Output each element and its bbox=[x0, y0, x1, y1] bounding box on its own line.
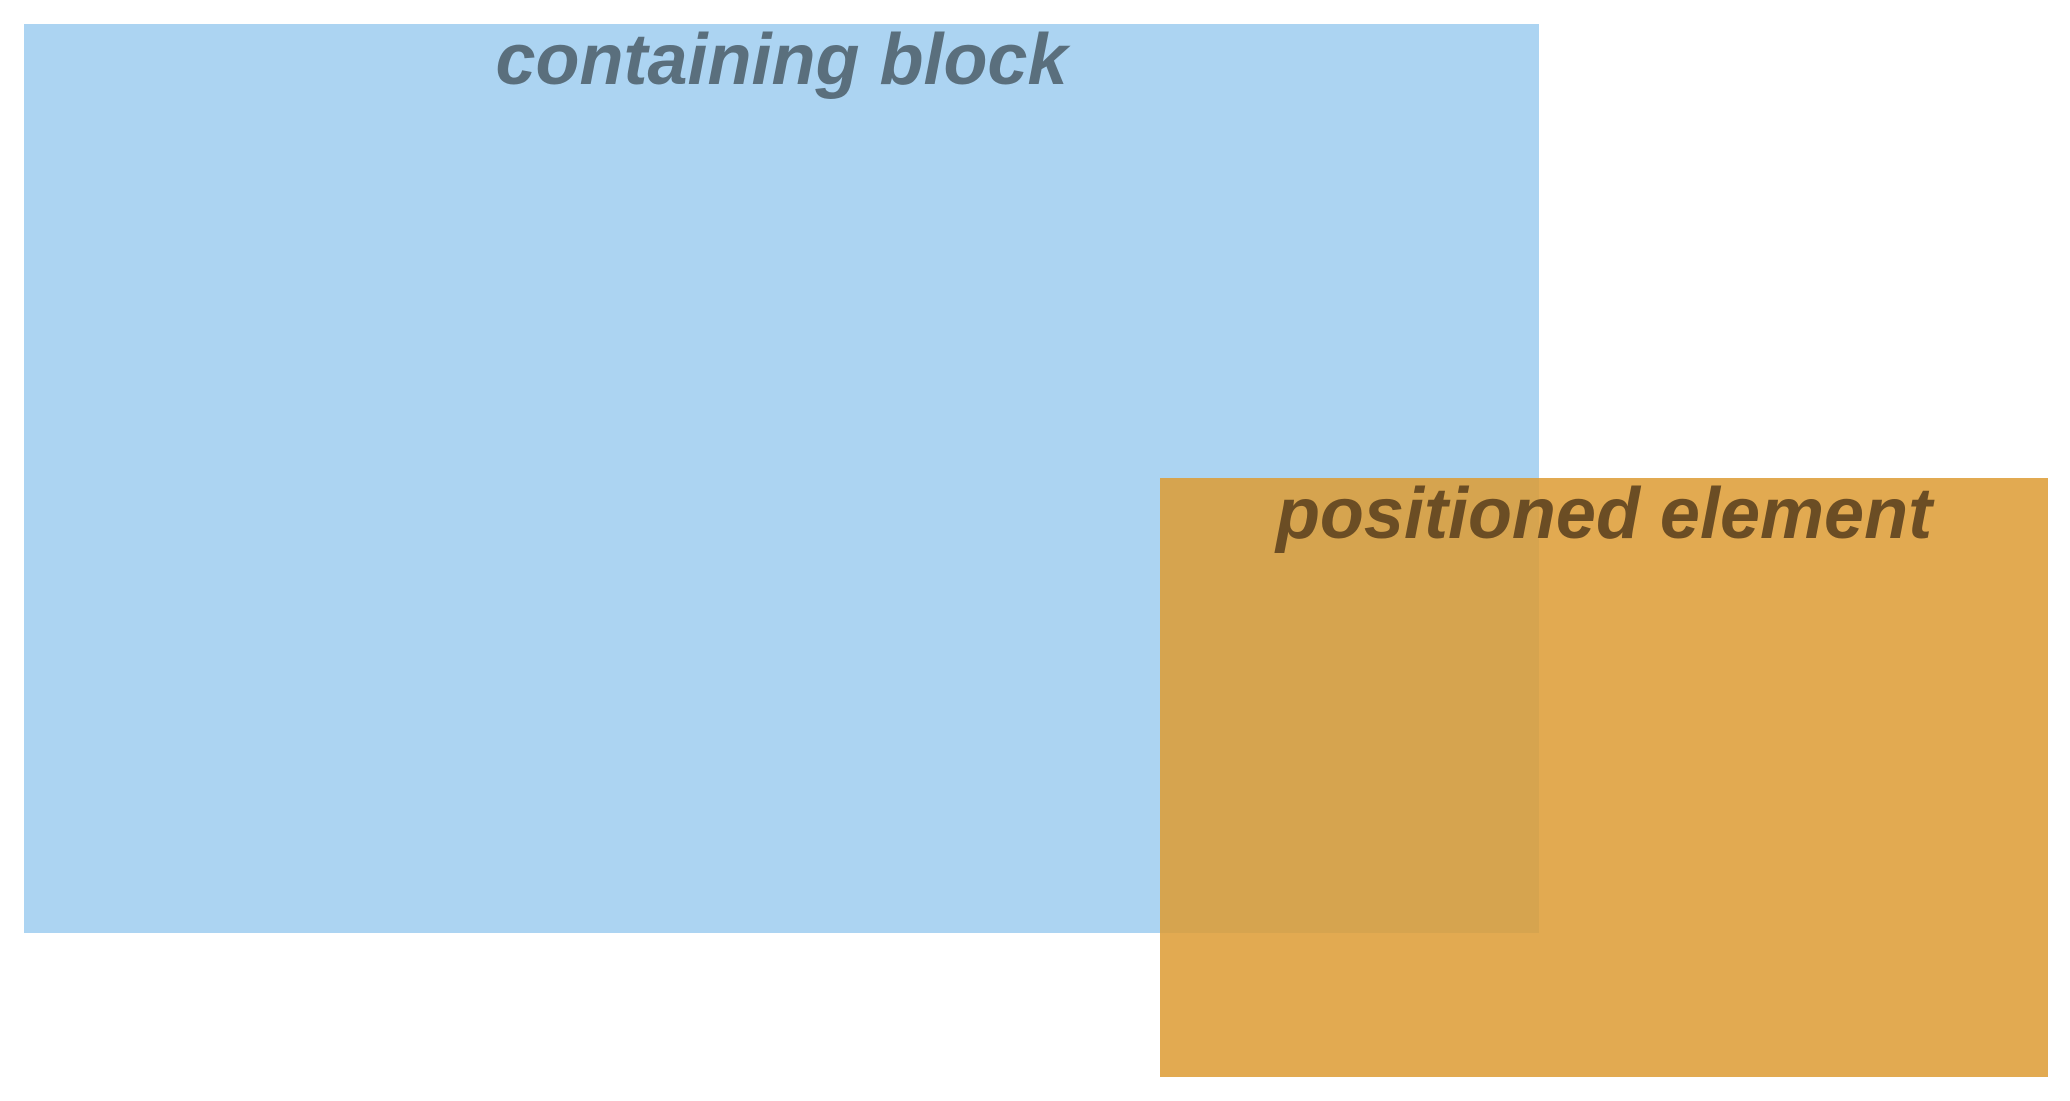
positioned-element-label: positioned element bbox=[1275, 474, 1933, 554]
containing-block-label: containing block bbox=[495, 20, 1068, 100]
positioned-element-box: positioned element bbox=[1160, 478, 2048, 1077]
